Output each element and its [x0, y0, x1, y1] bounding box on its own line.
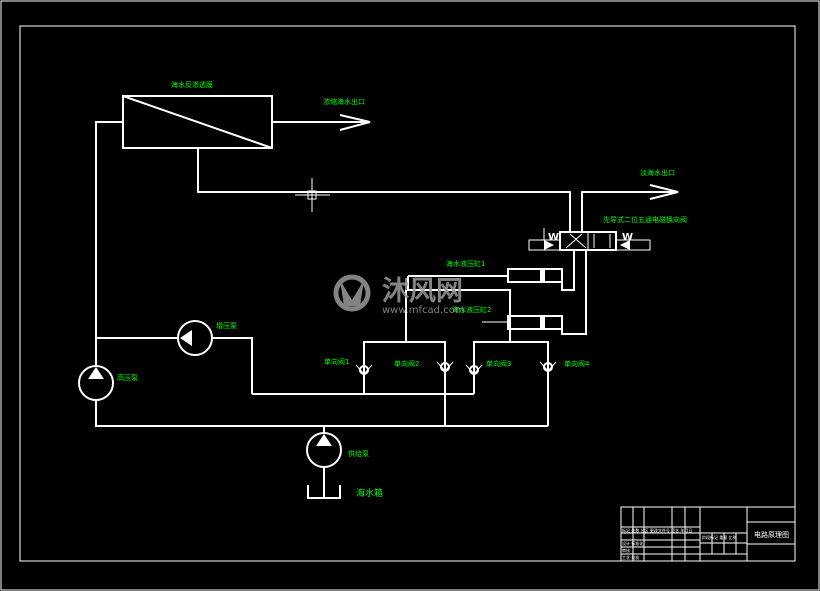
check1-label: 单向阀1	[324, 357, 349, 366]
membrane-label: 海水反渗透膜	[171, 80, 213, 89]
check-valve-2	[436, 361, 454, 372]
title-block-row-4: 工艺 批准	[622, 554, 639, 560]
pump-supply	[306, 432, 342, 468]
fresh-outlet-arrow	[581, 184, 679, 232]
tank-label: 海水箱	[356, 487, 383, 499]
cylinder2-label: 海水液压缸2	[452, 305, 491, 314]
cylinder-manifold-pipe	[407, 276, 511, 342]
membrane-unit	[122, 95, 273, 149]
fresh-outlet-label: 淡海水出口	[640, 168, 675, 177]
pump-small-label: 增压泵	[216, 321, 237, 330]
title-block-row-3: 审核	[622, 547, 630, 553]
watermark-url: www.mfcad.com	[382, 305, 465, 316]
watermark-logo-icon	[333, 274, 371, 312]
valve-letter-right: W	[622, 232, 633, 243]
valve-label: 先导式二位五通电磁换向阀	[603, 215, 687, 224]
cylinder1-label: 海水液压缸1	[446, 259, 485, 268]
watermark: 沐风网 www.mfcad.com	[333, 274, 465, 316]
drawing-frame	[19, 25, 796, 562]
cylinder-1	[408, 268, 563, 283]
crosshair-cursor	[295, 178, 330, 212]
membrane-to-valve-pipe	[197, 148, 571, 232]
title-block	[620, 506, 796, 562]
tank	[307, 485, 341, 499]
cylinder-2	[482, 315, 563, 330]
title-block-row-1: 标记 处数 分区 更改文件号 签名 年月日	[622, 527, 692, 533]
pump-supply-label: 供给泵	[348, 449, 369, 458]
valve-letter-left: W	[548, 232, 559, 243]
title-block-drawing-name: 电路原理图	[754, 530, 789, 539]
bridge-left	[363, 341, 446, 394]
valve-to-cylinder2-pipe	[561, 250, 587, 335]
watermark-brand: 沐风网	[382, 276, 463, 307]
title-block-row-2: 设计 标准化	[622, 540, 643, 546]
pump-high	[78, 365, 114, 401]
pump-small	[177, 320, 213, 356]
check3-label: 单向阀3	[486, 359, 511, 368]
check4-label: 单向阀4	[564, 359, 590, 368]
left-trunk	[95, 121, 123, 365]
check-valve-3	[465, 364, 483, 375]
solenoid-valve	[528, 228, 651, 251]
valve-to-cylinder1-pipe	[561, 250, 575, 291]
pump-high-label: 高压泵	[117, 373, 138, 382]
check2-label: 单向阀2	[394, 359, 419, 368]
concentrate-outlet-arrow	[272, 114, 371, 131]
bottom-trunk	[95, 400, 548, 427]
check-valve-1	[355, 364, 373, 375]
bridge-right	[473, 341, 549, 426]
concentrate-outlet-label: 浓缩海水出口	[323, 97, 365, 106]
title-block-stage: 阶段标记 重量 比例	[702, 534, 737, 540]
check-valve-4	[539, 361, 557, 372]
booster-outlet-pipe	[212, 337, 253, 394]
